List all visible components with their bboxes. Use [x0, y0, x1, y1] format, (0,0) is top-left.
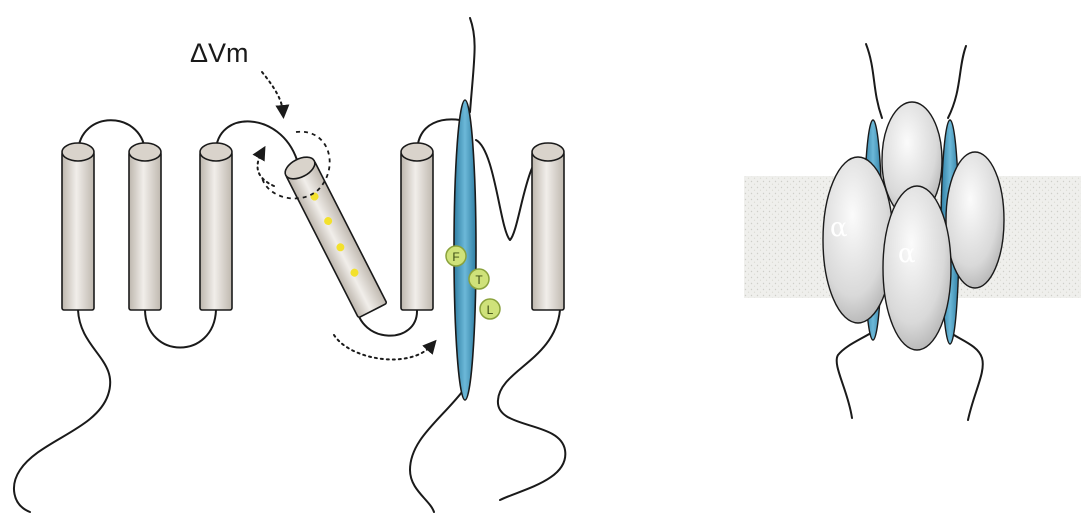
n-terminus-left [866, 44, 882, 118]
voltage-change-label: ΔVm [190, 38, 249, 68]
voltage-arrow [262, 72, 283, 112]
c-terminus [410, 392, 462, 512]
subunit-right [946, 152, 1004, 288]
helix-s3 [200, 143, 232, 310]
svg-text:L: L [487, 303, 494, 317]
loop-s2-s3 [145, 310, 216, 348]
svg-text:T: T [475, 273, 483, 287]
rotation-arrow [258, 152, 274, 186]
residue-l: L [480, 299, 500, 319]
alpha-label-left: α [830, 213, 848, 243]
c-terminus-left [837, 330, 876, 418]
n-terminus [14, 310, 110, 512]
helix-s6 [532, 143, 564, 310]
loop-pore-top [470, 18, 475, 112]
channel-assembly: α α [744, 44, 1081, 420]
loop-s6-down [498, 310, 565, 500]
residue-f: F [446, 246, 466, 266]
subunit-front-center [883, 186, 951, 350]
alpha-label-center: α [898, 239, 916, 269]
translation-arrow [334, 335, 432, 359]
n-terminus-right [948, 46, 966, 118]
residue-t: T [469, 269, 489, 289]
helix-s2 [129, 143, 161, 310]
helix-s1 [62, 143, 94, 310]
helix-s5 [401, 143, 433, 310]
helix-s4-voltage-sensor [282, 153, 387, 318]
svg-text:F: F [452, 250, 459, 264]
subunit-topology: F T L ΔVm [14, 18, 565, 512]
